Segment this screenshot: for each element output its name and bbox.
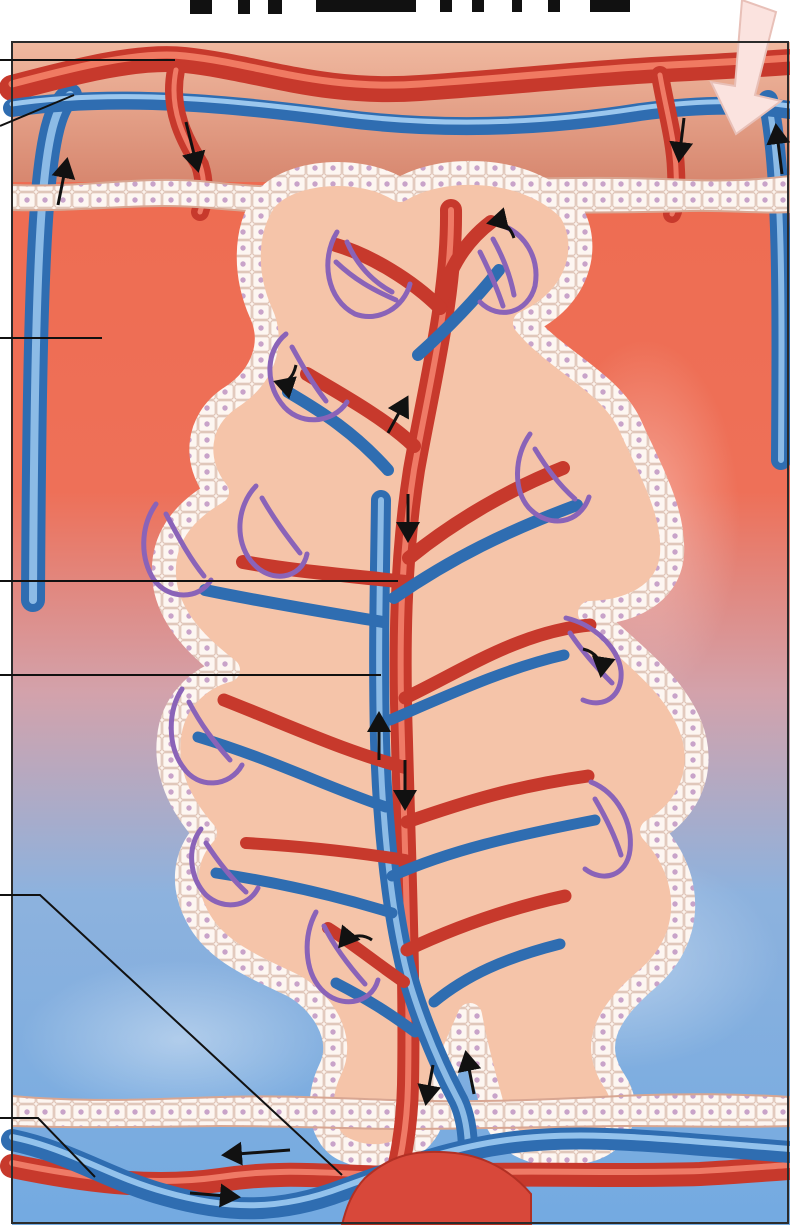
- placental-villi-diagram: [0, 0, 790, 1225]
- diagram-canvas: [0, 0, 790, 1225]
